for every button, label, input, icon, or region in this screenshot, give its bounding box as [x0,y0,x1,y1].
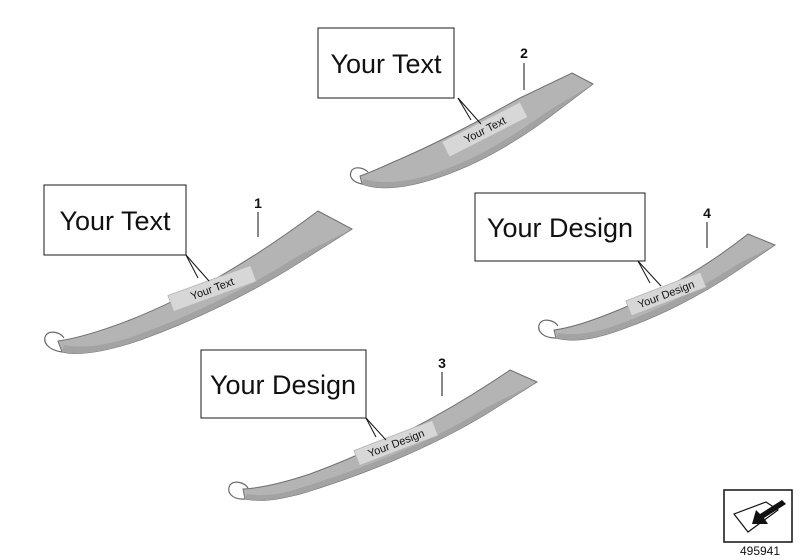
callout-box [43,184,187,256]
callout-leader [365,417,377,438]
callout-label: Your Text [59,206,171,236]
callout-2: Your Text [317,27,455,99]
sill-end-cap [538,319,559,339]
callout-label: Your Design [210,370,356,400]
callout-label: Your Text [330,49,442,79]
ref-icon-arrow [752,500,786,524]
callout-leader [457,97,472,121]
callout-1: Your Text [43,184,187,256]
callout-box [474,192,646,262]
callout-leader [365,417,387,441]
callout-leader [185,254,210,282]
callout-leader [185,254,199,279]
callout-4: Your Design [474,192,646,262]
view-direction-arrow-icon [723,489,793,543]
sill-end-cap [228,481,249,500]
part-number-3: 3 [438,355,446,371]
plate-rect [167,264,257,313]
callout-3: Your Design [200,349,367,419]
sill-part-1: Your Text [44,210,353,354]
callout-label: Your Design [487,213,633,243]
callout-box [317,27,455,99]
plate-rect [353,419,439,467]
callout-leader [457,97,482,125]
callout-box [200,349,367,419]
callout-leader [637,260,662,287]
diagram-reference-number: 495941 [740,544,780,558]
part-number-2: 2 [520,45,528,61]
callout-leader [637,260,651,284]
plate-rect [625,271,707,317]
plate-rect [441,101,529,158]
part-number-4: 4 [703,205,711,221]
part-number-1: 1 [254,195,262,211]
sill-end-cap [349,167,369,185]
sill-end-cap [44,331,65,353]
